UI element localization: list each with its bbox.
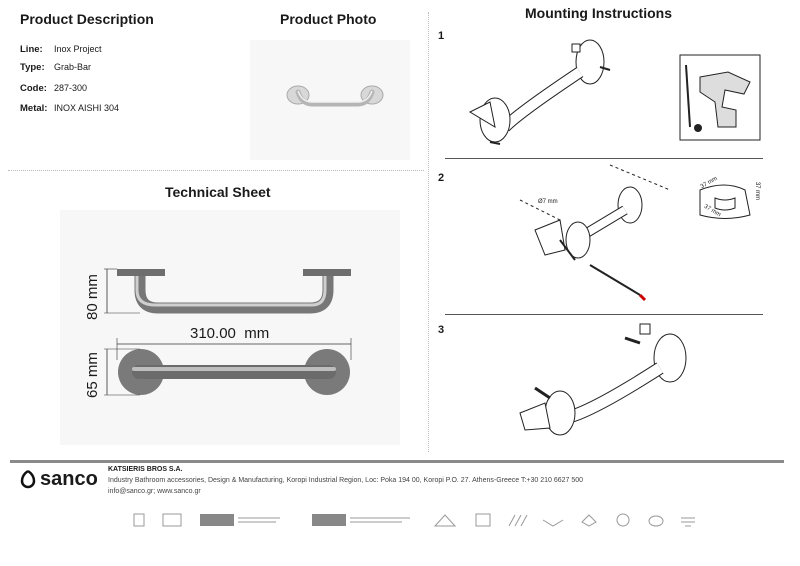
product-photo xyxy=(250,40,410,160)
cert-badge-8 xyxy=(540,510,566,530)
product-description-heading: Product Description xyxy=(20,11,154,27)
spec-row-code: Code:287-300 xyxy=(20,83,88,94)
sanco-logo-text: sanco xyxy=(40,468,98,490)
company-contact: info@sanco.gr; www.sanco.gr xyxy=(108,488,201,495)
sanco-logo: sanco xyxy=(18,468,98,491)
column-divider xyxy=(428,12,429,452)
grab-bar-photo xyxy=(286,85,384,107)
mounting-instructions-heading: Mounting Instructions xyxy=(525,5,672,21)
iso-9001-badge xyxy=(200,510,282,530)
cert-badge-7 xyxy=(505,510,529,530)
product-photo-heading: Product Photo xyxy=(280,11,377,27)
cert-badge-1 xyxy=(128,510,150,530)
mount-dimension-b: 37 mm xyxy=(754,181,761,201)
cert-badge-2 xyxy=(160,510,184,530)
company-address: Industry Bathroom accessories, Design & … xyxy=(108,477,584,484)
hole-diameter-label: Ø7 mm xyxy=(538,199,558,205)
length-dimension-label: 310.00 mm xyxy=(190,325,270,342)
cert-badge-6 xyxy=(472,510,494,530)
step-2-divider xyxy=(445,314,763,315)
spec-row-line: Line:Inox Project xyxy=(20,44,102,55)
company-name: KATSIERIS BROS S.A. xyxy=(108,466,183,473)
depth-dimension-label: 65 mm xyxy=(84,352,101,398)
height-dimension-label: 80 mm xyxy=(84,274,101,320)
technical-drawing: 80 mm 310.00 mm 65 mm xyxy=(60,210,400,445)
step-1-divider xyxy=(445,158,763,159)
iso-14001-badge xyxy=(312,510,412,530)
step-1-illustration xyxy=(468,39,761,145)
sanco-logo-icon xyxy=(20,469,36,488)
left-section-divider xyxy=(8,170,424,171)
cert-badge-12 xyxy=(676,510,700,530)
step-3-illustration xyxy=(519,323,687,436)
step-number-1: 1 xyxy=(438,30,445,42)
footer-rule xyxy=(10,460,784,463)
cert-badge-5 xyxy=(432,510,458,530)
spec-row-type: Type:Grab-Bar xyxy=(20,62,92,73)
technical-sheet-heading: Technical Sheet xyxy=(165,184,271,200)
cert-badge-10 xyxy=(612,510,634,530)
step-2-illustration xyxy=(519,164,751,302)
cert-badge-9 xyxy=(578,510,600,530)
step-number-2: 2 xyxy=(438,172,445,184)
spec-row-metal: Metal:INOX AISHI 304 xyxy=(20,103,120,114)
step-number-3: 3 xyxy=(438,324,445,336)
cert-badge-11 xyxy=(645,510,667,530)
